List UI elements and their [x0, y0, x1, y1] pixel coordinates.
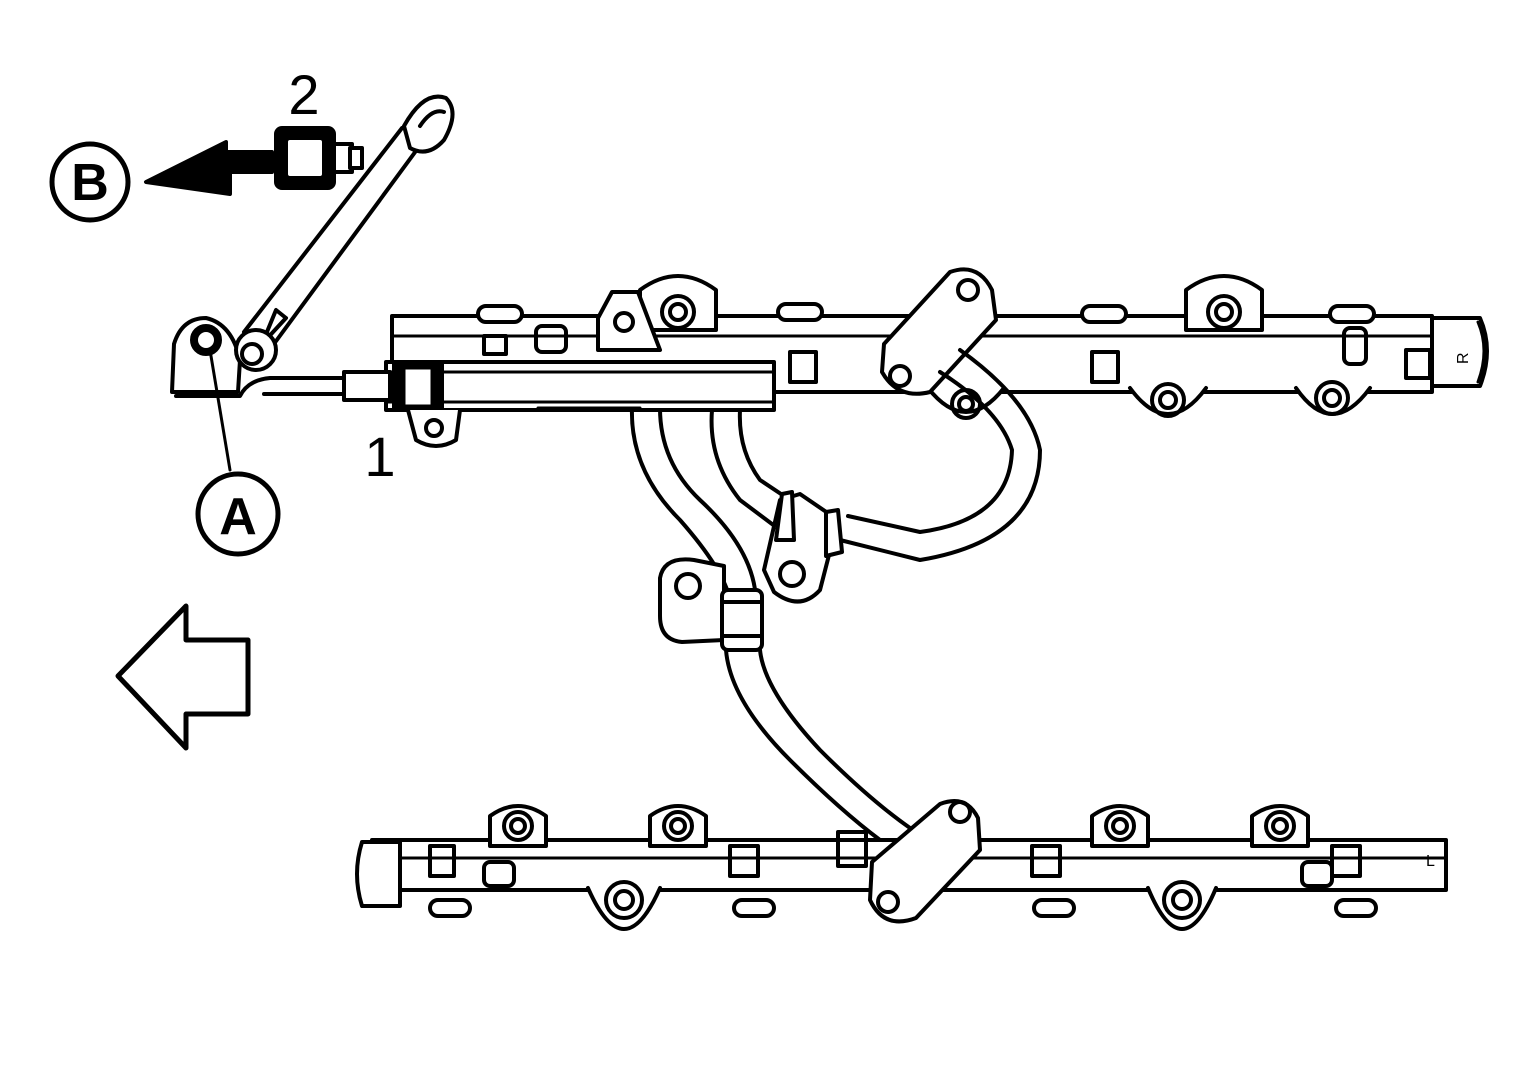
- rail-mark-r: R: [1455, 352, 1472, 364]
- rail-mount-boss: [488, 804, 548, 848]
- support-rod: [234, 94, 455, 372]
- part-2-label: 2: [288, 63, 319, 126]
- rail-mount-boss: [1128, 382, 1208, 418]
- fuel-crossover-pipe: [629, 348, 1042, 842]
- callout-a: A: [195, 471, 281, 557]
- crossover-flange-right: [880, 267, 998, 396]
- direction-arrow-b: [144, 140, 274, 196]
- rail-mark-l: L: [1426, 853, 1435, 870]
- callout-a-label: A: [219, 488, 257, 546]
- pressure-sensor-part-2: [274, 126, 364, 190]
- rail-mount-boss: [1146, 880, 1218, 931]
- rail-mount-boss: [648, 804, 708, 848]
- fuel-feed-pipe: [174, 360, 776, 448]
- rail-mount-boss: [1090, 804, 1150, 848]
- callout-b: B: [49, 141, 131, 223]
- bolt-a-bracket: [170, 316, 242, 472]
- left-fuel-rail: L: [355, 804, 1448, 931]
- front-direction-arrow: [115, 603, 251, 751]
- callout-b-label: B: [71, 154, 109, 212]
- pipe-clamp-bracket: [762, 490, 844, 604]
- rail-mount-boss: [638, 274, 718, 332]
- crossover-flange-left: [868, 799, 982, 924]
- part-1-label: 1: [364, 425, 395, 488]
- rail-mount-boss: [1184, 274, 1264, 332]
- pipe-clamp-lower: [658, 557, 764, 652]
- rail-mount-boss: [1294, 380, 1372, 416]
- rail-mount-boss: [1250, 804, 1310, 848]
- rail-mount-boss: [586, 880, 662, 931]
